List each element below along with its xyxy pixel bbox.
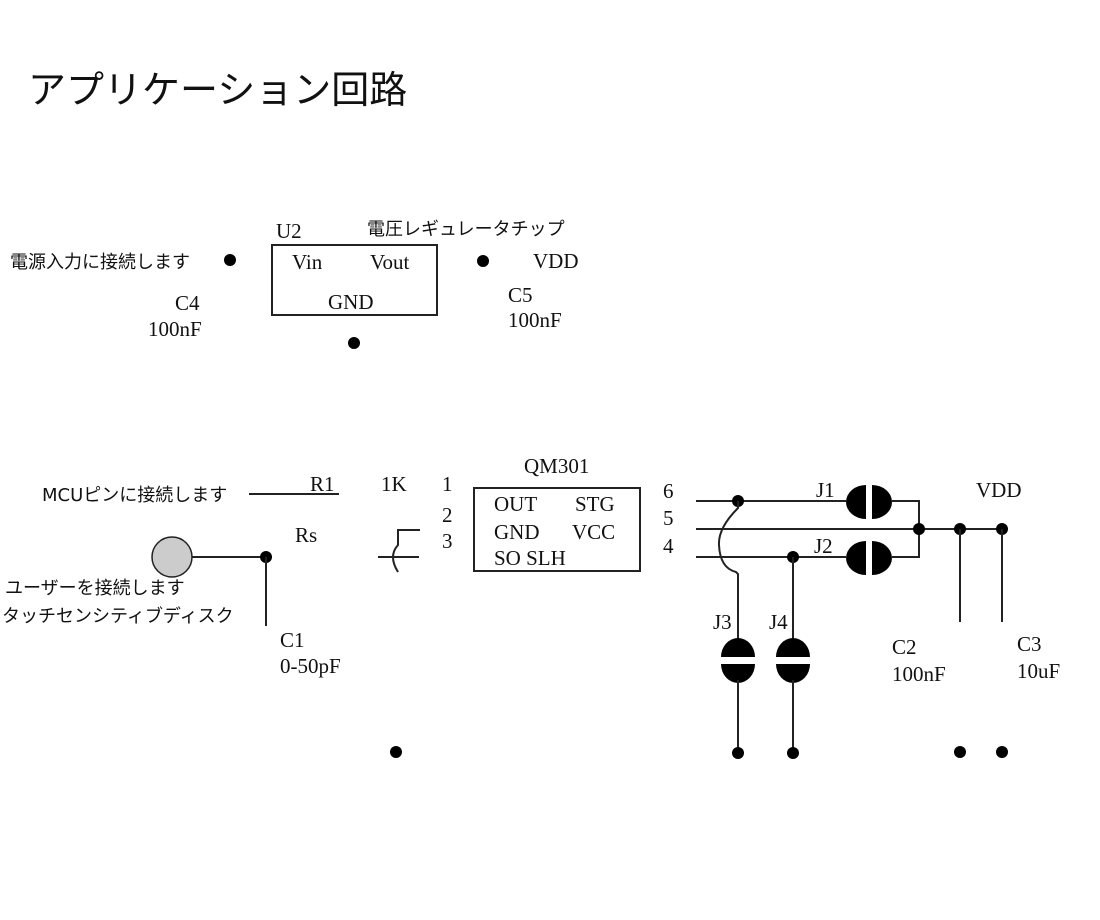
ic-pin-stg: STG — [575, 492, 615, 516]
ic-pin-vcc: VCC — [572, 520, 615, 544]
ic-pin-number-1: 1 — [442, 472, 453, 496]
c1-ref-label: C1 — [280, 628, 305, 652]
j3-ref-label: J3 — [713, 610, 732, 634]
c2-value-label: 100nF — [892, 662, 946, 686]
u2-pin-vout: Vout — [370, 250, 409, 274]
ic-name-label: QM301 — [524, 454, 589, 478]
page-title: アプリケーション回路 — [28, 68, 407, 112]
ic-pin-out: OUT — [494, 492, 537, 516]
j4-ref-label: J4 — [769, 610, 788, 634]
ic-pin-number-4: 4 — [663, 534, 674, 558]
regulator-chip-label: 電圧レギュレータチップ — [367, 219, 565, 240]
power-input-label: 電源入力に接続します — [10, 252, 190, 273]
c2-ref-label: C2 — [892, 635, 917, 659]
u2-ref-label: U2 — [276, 219, 302, 243]
mcu-pin-label: MCUピンに接続します — [42, 485, 227, 506]
u2-pin-gnd: GND — [328, 290, 374, 314]
ic-pin-number-3: 3 — [442, 529, 453, 553]
c5-value-label: 100nF — [508, 308, 562, 332]
ic-pin-so-slh: SO SLH — [494, 546, 566, 570]
c1-value-label: 0-50pF — [280, 654, 341, 678]
u2-regulator-box — [271, 244, 438, 316]
j4-jumper-pad — [776, 638, 810, 683]
gnd-node-regulator — [348, 337, 360, 349]
ic-pin-number-5: 5 — [663, 506, 674, 530]
j3-crossover-wire — [717, 501, 739, 640]
c4-ref-label: C4 — [175, 291, 200, 315]
vdd-label-regulator: VDD — [533, 249, 579, 273]
j2-ref-label: J2 — [814, 534, 833, 558]
gnd-node-sensor — [390, 746, 402, 758]
node-vdd-junction — [913, 523, 925, 535]
j4-gnd-node — [787, 747, 799, 759]
qm301-ic-box — [473, 487, 641, 572]
c5-ref-label: C5 — [508, 283, 533, 307]
r1-ref-label: R1 — [310, 472, 335, 496]
c3-ref-label: C3 — [1017, 632, 1042, 656]
vdd-label-sensor: VDD — [976, 478, 1022, 502]
ic-pin-number-6: 6 — [663, 479, 674, 503]
j1-ref-label: J1 — [816, 478, 835, 502]
u2-pin-vin: Vin — [292, 250, 323, 274]
c3-gnd-node — [996, 746, 1008, 758]
c3-value-label: 10uF — [1017, 659, 1060, 683]
touch-sensitive-disk — [151, 536, 193, 578]
j3-jumper-pad — [721, 638, 755, 683]
ic-pin-number-2: 2 — [442, 503, 453, 527]
touch-label-line1: ユーザーを接続します — [5, 578, 185, 599]
pin3-crossover-wire — [392, 529, 420, 573]
rs-ref-label: Rs — [295, 523, 317, 547]
j1-jumper-pad — [846, 485, 892, 519]
r1-value-label: 1K — [381, 472, 407, 496]
vout-node — [477, 255, 489, 267]
c2-gnd-node — [954, 746, 966, 758]
ic-pin-gnd: GND — [494, 520, 540, 544]
j2-jumper-pad — [846, 541, 892, 575]
j3-gnd-node — [732, 747, 744, 759]
touch-label-line2: タッチセンシティブディスク — [2, 605, 234, 627]
power-input-node — [224, 254, 236, 266]
c4-value-label: 100nF — [148, 317, 202, 341]
